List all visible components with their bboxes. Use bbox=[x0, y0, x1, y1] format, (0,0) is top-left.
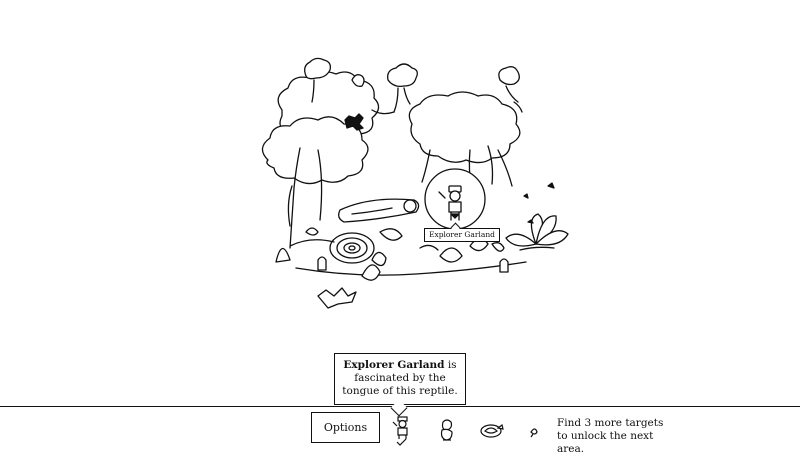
left-canopy[interactable] bbox=[261, 57, 380, 249]
targets-remaining-text: Find 3 more targets to unlock the next a… bbox=[557, 417, 664, 455]
leafy-plant[interactable] bbox=[505, 213, 569, 251]
tree-stump[interactable] bbox=[329, 232, 375, 264]
target-slot-4[interactable] bbox=[519, 414, 549, 446]
hint-tooltip: Explorer Garland is fascinated by the to… bbox=[334, 353, 466, 405]
coiled-creature-target-icon bbox=[480, 423, 504, 438]
options-button[interactable]: Options bbox=[311, 412, 380, 443]
center-top-tree[interactable] bbox=[351, 63, 418, 115]
fallen-log[interactable] bbox=[338, 198, 420, 223]
found-target-label: Explorer Garland bbox=[424, 228, 500, 242]
target-slot-3[interactable] bbox=[476, 414, 506, 446]
right-canopy[interactable] bbox=[408, 66, 523, 191]
hint-target-name: Explorer Garland bbox=[343, 359, 445, 371]
explorer-garland-found[interactable] bbox=[424, 168, 486, 230]
target-slot-2[interactable] bbox=[431, 414, 461, 446]
floating-leaves bbox=[523, 182, 555, 224]
explorer-garland-target-icon bbox=[392, 416, 408, 446]
hint-description: is fascinated by the tongue of this rept… bbox=[342, 359, 458, 397]
small-creature-target-icon bbox=[440, 419, 453, 441]
tiny-leaf-target-icon bbox=[530, 428, 538, 438]
undergrowth[interactable] bbox=[275, 227, 527, 309]
target-slot-1[interactable] bbox=[388, 414, 418, 446]
